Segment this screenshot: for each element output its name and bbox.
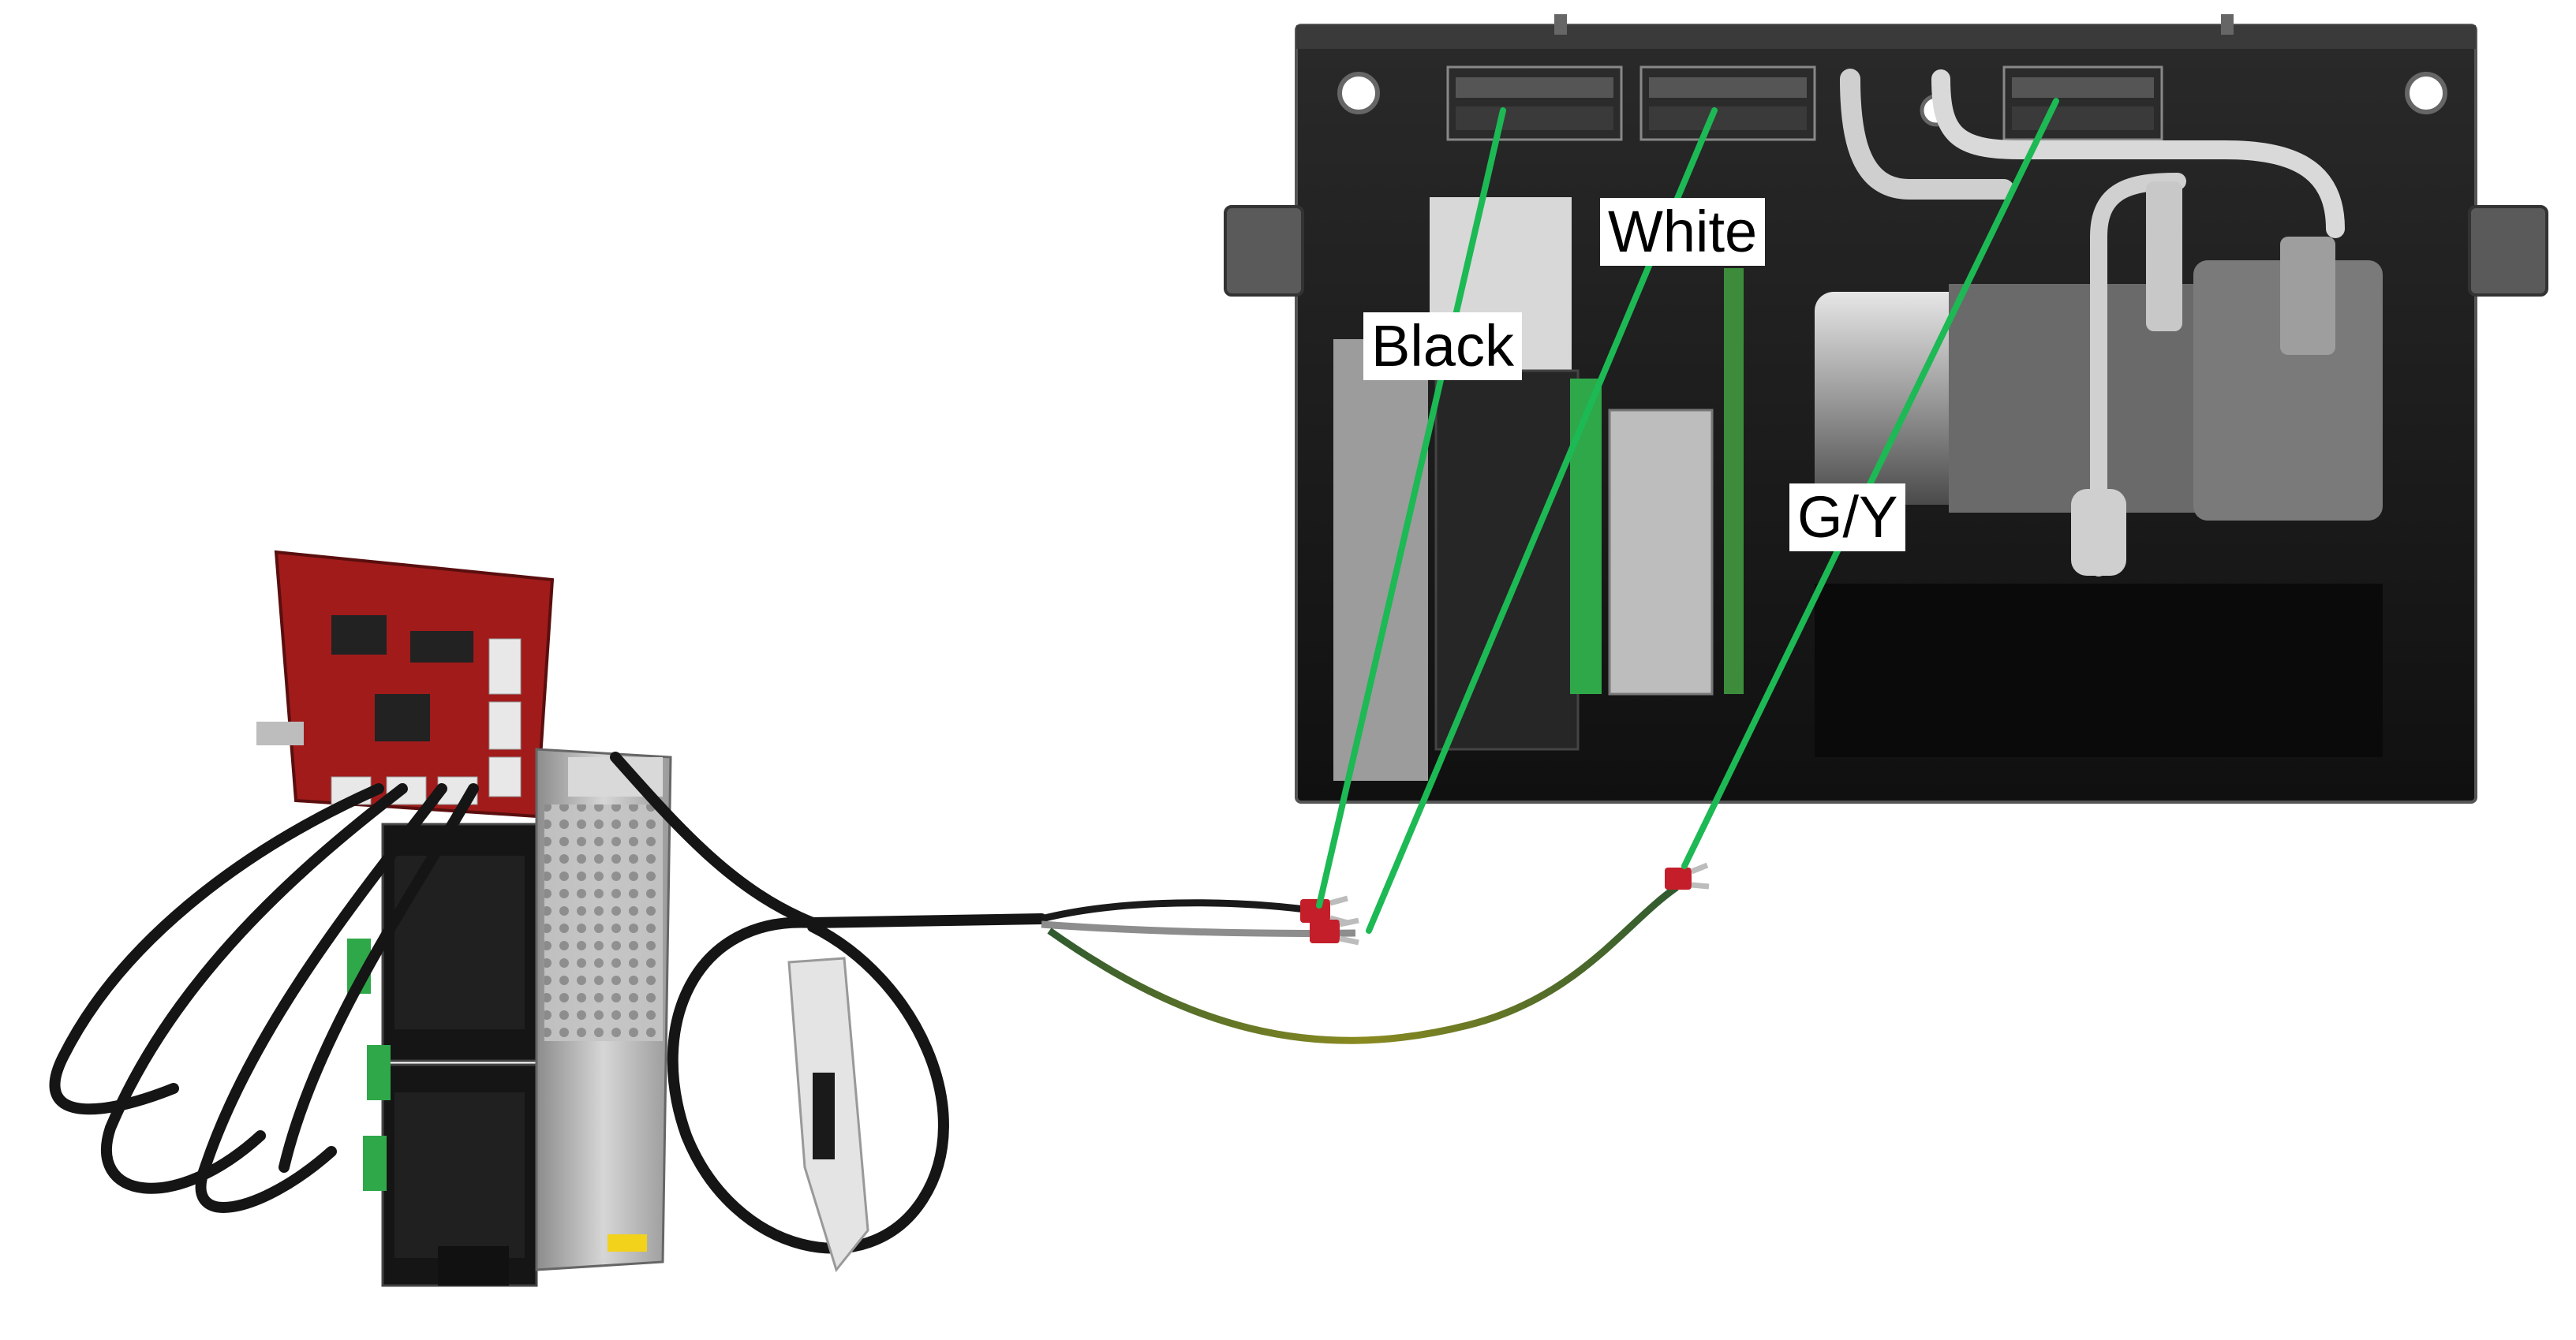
black-wire-terminal	[1300, 895, 1348, 926]
stepper-driver-bottom	[381, 1063, 538, 1287]
stepper-driver-top	[381, 823, 538, 1062]
left-bracket	[1224, 205, 1304, 297]
enclosure	[1224, 14, 2548, 804]
control-board	[256, 550, 555, 819]
gy-wire-terminal	[1665, 862, 1710, 890]
terminal-block-left	[1446, 65, 1623, 141]
tube-left	[1840, 69, 2014, 200]
right-bracket	[2468, 205, 2548, 297]
controller-module	[1434, 369, 1580, 751]
power-supply	[535, 748, 672, 1271]
white-wire-label: White	[1600, 198, 1766, 266]
white-wire-terminal	[1310, 917, 1359, 946]
terminal-block-right	[2002, 65, 2163, 141]
green-yellow-wire-label: G/Y	[1789, 483, 1906, 551]
terminal-block-middle	[1639, 65, 1816, 141]
black-leader-line	[1316, 107, 1506, 909]
white-lead-wire	[1041, 920, 1356, 937]
black-lead-wire	[1040, 899, 1318, 923]
heatsink-panel	[1333, 339, 1428, 781]
black-wire-label: Black	[1363, 312, 1522, 380]
motor	[1815, 260, 2383, 757]
tube-right	[1931, 69, 2345, 238]
zip-tie-bag	[787, 957, 869, 1273]
green-yellow-lead-wire	[1047, 884, 1679, 1044]
controller-assembly	[256, 550, 672, 1287]
cable-harness	[49, 752, 1047, 1254]
